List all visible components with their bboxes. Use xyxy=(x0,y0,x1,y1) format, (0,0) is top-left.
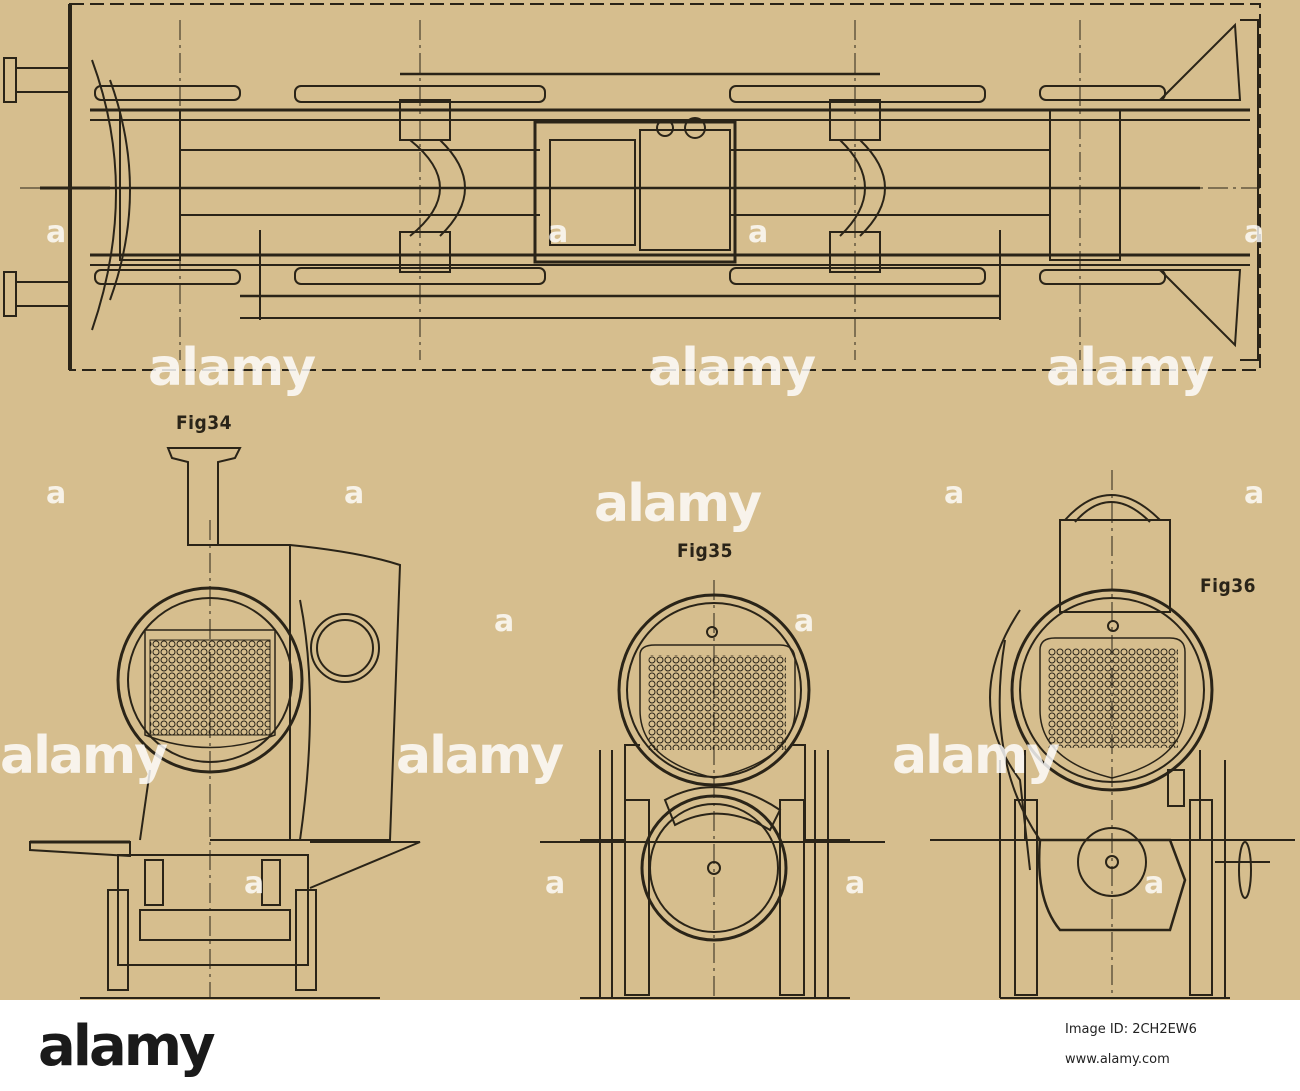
buffer-top-left xyxy=(3,57,71,103)
fig34-front-section xyxy=(29,447,421,999)
buffer-bottom-left xyxy=(3,271,71,317)
watermark-a: a xyxy=(794,604,814,639)
watermark-a: a xyxy=(548,215,568,250)
watermark-a: a xyxy=(1244,215,1264,250)
watermark-a: a xyxy=(1244,476,1264,511)
fig36-rear-section xyxy=(930,470,1295,999)
fig35-label: Fig35 xyxy=(677,540,734,562)
alamy-logo[interactable]: alamy xyxy=(38,1014,216,1079)
watermark-a: a xyxy=(344,476,364,511)
watermark-alamy: alamy xyxy=(396,726,564,786)
watermark-alamy: alamy xyxy=(594,474,762,534)
watermark-a: a xyxy=(46,476,66,511)
site-url[interactable]: www.alamy.com xyxy=(1065,1052,1170,1067)
engraving-plate: Fig34 Fig35 Fig36 alamy alamy alamy alam… xyxy=(0,3,1295,999)
watermark-alamy: alamy xyxy=(648,338,816,398)
watermark-a: a xyxy=(748,215,768,250)
watermark-a: a xyxy=(944,476,964,511)
watermark-a: a xyxy=(244,866,264,901)
watermark-alamy: alamy xyxy=(1046,338,1214,398)
chassis-plan-view xyxy=(3,3,1261,371)
watermark-alamy: alamy xyxy=(892,726,1060,786)
watermark-alamy: alamy xyxy=(148,338,316,398)
image-id: Image ID: 2CH2EW6 xyxy=(1065,1022,1197,1037)
watermark-a: a xyxy=(845,866,865,901)
watermark-alamy: alamy xyxy=(0,726,168,786)
locomotive-technical-drawing xyxy=(3,3,1295,999)
fig35-front-section xyxy=(540,580,885,999)
watermark-a: a xyxy=(46,215,66,250)
stock-footer: alamy Image ID: 2CH2EW6 www.alamy.com xyxy=(0,1000,1300,1091)
watermark-a: a xyxy=(494,604,514,639)
fig34-label: Fig34 xyxy=(176,412,233,434)
watermark-a: a xyxy=(1144,866,1164,901)
fig36-label: Fig36 xyxy=(1200,575,1257,597)
watermark-a: a xyxy=(545,866,565,901)
